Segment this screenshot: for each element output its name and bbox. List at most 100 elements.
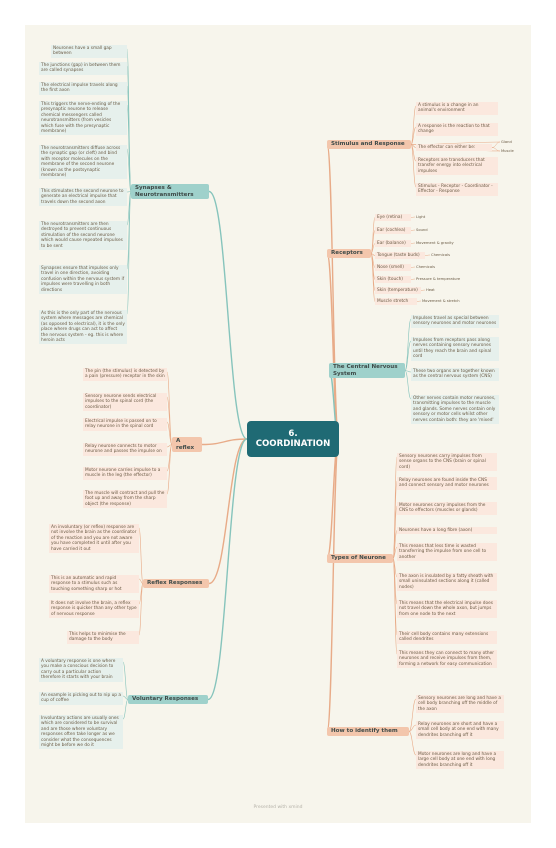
branch-stimulus-and-response[interactable]: Stimulus and Response (327, 140, 411, 149)
leaf-syn-1[interactable]: Neurones have a small gap between (51, 45, 127, 58)
leaf-vr-2[interactable]: An example is picking out to nip up a cu… (39, 692, 123, 705)
leaf-ref-3[interactable]: Electrical impulse is passed on to relay… (83, 418, 167, 431)
link-rec-pair-6 (410, 278, 416, 280)
leaf-syn-9[interactable]: As this is the only part of the nervous … (39, 310, 127, 345)
link-leaf-cns-3 (404, 370, 412, 373)
rec-stimulus-6[interactable]: Pressure & temperature (416, 277, 461, 281)
link-leaf-hti-3 (408, 731, 417, 756)
link-rec-pair-4 (424, 254, 431, 256)
branch-central-nervous-system[interactable]: The Central Nervous System (329, 363, 405, 379)
rec-organ-2[interactable]: Ear (cochlea) (375, 227, 411, 235)
leaf-ton-3[interactable]: Motor neurones carry impulses from the C… (397, 502, 497, 515)
leaf-ton-5[interactable]: This means that less time is wasted tran… (397, 543, 497, 562)
link-rec-pair-3 (410, 242, 416, 244)
branch-how-to-identify-them[interactable]: How to identify them (327, 727, 409, 736)
rec-stimulus-4[interactable]: Chemicals (431, 253, 451, 257)
leaf-syn-7[interactable]: The neurotransmitters are then destroyed… (39, 221, 127, 251)
leaf-hti-1[interactable]: Sensory neurones are long and have a cel… (416, 695, 504, 714)
link-leaf-syn-8 (126, 191, 132, 270)
link-leaf-vr-3 (122, 699, 129, 720)
leaf-rr-1[interactable]: An involuntary (or reflex) response are … (49, 524, 139, 554)
link-leaf-ton-5 (392, 546, 398, 559)
leaf-vr-1[interactable]: A voluntary response is one where you ma… (39, 658, 123, 682)
link-root-ref (201, 438, 248, 446)
rec-stimulus-1[interactable]: Light (416, 215, 426, 219)
leaf-sr-5[interactable]: Stimulus - Receptor - Coordinator - Effe… (416, 183, 498, 196)
link-leaf-ton-3 (392, 505, 398, 559)
leaf-ton-7[interactable]: This means that the electrical impulse d… (397, 600, 497, 619)
leaf-sr-1[interactable]: A stimulus is a change in an animal's en… (416, 102, 498, 115)
link-leaf-rr-2 (138, 578, 144, 584)
leaf-sr-4[interactable]: Receptors are transducers that transfer … (416, 157, 498, 176)
leaf-cns-2[interactable]: Impulses from receptors pass along nerve… (411, 337, 499, 361)
branch-synapses-neurotransmitters[interactable]: Synapses & Neurotransmitters (131, 184, 209, 200)
link-root-rr (208, 438, 248, 585)
rec-organ-4[interactable]: Tongue (taste buds) (375, 252, 425, 260)
leaf-rr-4[interactable]: This helps to minimise the damage to the… (67, 631, 139, 644)
link-rec-pair-1 (410, 216, 416, 218)
branch-a-reflex[interactable]: A reflex (172, 437, 202, 453)
leaf-vr-3[interactable]: Involuntary actions are usually ones whi… (39, 715, 123, 750)
link-leaf-vr-2 (122, 695, 129, 700)
link-leaf-rr-1 (138, 527, 144, 584)
leaf-syn-5[interactable]: The neurotransmitters diffuse across the… (39, 145, 127, 180)
leaf-sr-gland[interactable]: Gland (501, 140, 512, 144)
leaf-ref-1[interactable]: The pin (the stimulus) is detected by a … (83, 368, 167, 381)
branch-reflex-responses[interactable]: Reflex Responses (143, 579, 209, 588)
leaf-sr-3[interactable]: The effector can either be: (416, 144, 492, 152)
root-topic[interactable]: 6.COORDINATION (247, 421, 339, 457)
leaf-cns-1[interactable]: Impulses travel as special between senso… (411, 315, 499, 328)
link-leaf-hti-2 (408, 724, 417, 732)
leaf-ton-1[interactable]: Sensory neurones carry impulses from sen… (397, 453, 497, 472)
rec-organ-7[interactable]: Skin (temperature) (375, 287, 421, 295)
leaf-rr-2[interactable]: This is an automatic and rapid response … (49, 575, 139, 594)
rec-stimulus-3[interactable]: Movement & gravity (416, 241, 454, 245)
leaf-hti-2[interactable]: Relay neurones are short and have a smal… (416, 721, 504, 740)
link-rec-organ-8 (370, 253, 376, 302)
link-leaf-syn-6 (126, 191, 132, 193)
leaf-ton-9[interactable]: This means they can connect to many othe… (397, 650, 497, 669)
leaf-ton-8[interactable]: Their cell body contains many extensions… (397, 631, 497, 644)
leaf-hti-3[interactable]: Motor neurones are long and have a large… (416, 751, 504, 770)
rec-stimulus-2[interactable]: Sound (416, 228, 428, 232)
leaf-ref-2[interactable]: Sensory neurone sends electrical impulse… (83, 393, 167, 412)
link-root-hti (326, 438, 340, 733)
link-root-syn (208, 190, 248, 440)
link-leaf-ref-4 (166, 444, 173, 448)
leaf-cns-3[interactable]: These two organs are together known as t… (411, 368, 499, 381)
leaf-ton-2[interactable]: Relay neurones are found inside the CNS … (397, 477, 497, 490)
rec-stimulus-7[interactable]: Heat (426, 288, 435, 292)
rec-stimulus-5[interactable]: Chemicals (416, 265, 436, 269)
branch-receptors[interactable]: Receptors (327, 249, 371, 258)
leaf-sr-2[interactable]: A response is the reaction to that chang… (416, 123, 498, 136)
leaf-ref-4[interactable]: Relay neurone connects to motor neurone … (83, 443, 167, 456)
link-leaf-sr-2 (410, 126, 417, 145)
link-leaf-ton-4 (392, 530, 398, 559)
rec-stimulus-8[interactable]: Movement & stretch (422, 299, 460, 303)
leaf-sr-muscle[interactable]: Muscle (501, 149, 514, 153)
leaf-rr-3[interactable]: It does not involve the brain, a reflex … (49, 600, 139, 619)
leaf-ref-6[interactable]: The muscle will contract and pull the fo… (83, 490, 167, 509)
branch-voluntary-responses[interactable]: Voluntary Responses (128, 695, 208, 704)
link-leaf-ton-9 (392, 558, 398, 655)
rec-organ-3[interactable]: Ear (balance) (375, 240, 411, 248)
leaf-syn-6[interactable]: This stimulates the second neurone to ge… (39, 188, 127, 207)
leaf-syn-8[interactable]: Synapses ensure that impulses only trave… (39, 265, 127, 295)
mind-map-canvas: 6.COORDINATION Synapses & Neurotransmitt… (25, 25, 531, 823)
branch-types-of-neurone[interactable]: Types of Neurone (327, 554, 393, 563)
rec-organ-8[interactable]: Muscle stretch (375, 298, 417, 306)
link-leaf-cns-4 (404, 370, 412, 400)
leaf-syn-4[interactable]: This triggers the nerve-ending of the pr… (39, 101, 127, 136)
rec-organ-5[interactable]: Nose (smell) (375, 264, 411, 272)
link-rec-pair-2 (410, 229, 416, 231)
leaf-ref-5[interactable]: Motor neurone carries impulse to a muscl… (83, 467, 167, 480)
link-leaf-hti-1 (408, 698, 417, 732)
leaf-syn-2[interactable]: The junctions (gap) in between them are … (39, 62, 127, 75)
link-leaf-syn-5 (126, 148, 132, 192)
rec-organ-6[interactable]: Skin (touch) (375, 276, 411, 284)
rec-organ-1[interactable]: Eye (retina) (375, 214, 411, 222)
leaf-syn-3[interactable]: The electrical impulse travels along the… (39, 82, 127, 95)
leaf-ton-6[interactable]: The axon is insulated by a fatty sheath … (397, 573, 497, 592)
leaf-cns-4[interactable]: Other nerves contain motor neurones, tra… (411, 395, 499, 425)
leaf-ton-4[interactable]: Neurones have a long fibre (axon) (397, 527, 497, 535)
